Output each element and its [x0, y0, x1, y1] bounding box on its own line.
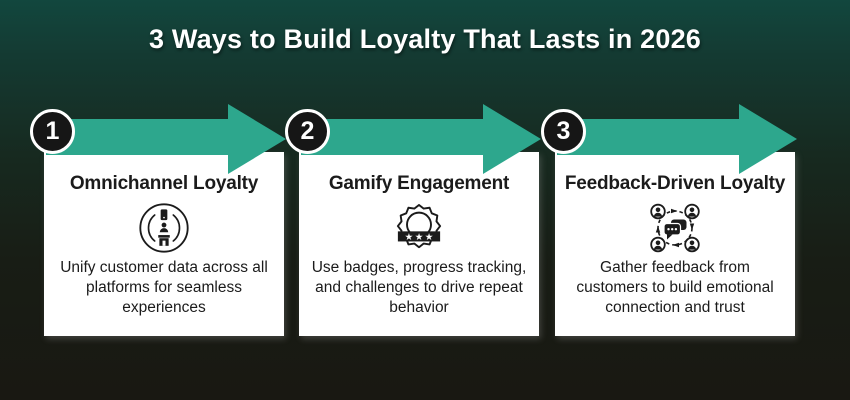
page-title: 3 Ways to Build Loyalty That Lasts in 20…: [148, 24, 702, 54]
step-number-badge: 1: [30, 109, 75, 154]
arrow-right-icon: [557, 104, 797, 174]
arrow-right-icon: [301, 104, 541, 174]
step-title: Gamify Engagement: [328, 173, 510, 194]
step-1: 1 Omnichannel Loyalty Unify customer dat…: [30, 100, 286, 348]
omnichannel-cycle-icon: [44, 199, 284, 257]
step-number-badge: 2: [285, 109, 330, 154]
step-3: 3 Feedback-Driven Loyalty: [541, 100, 797, 348]
arrow-right-icon: [46, 104, 286, 174]
gamification-badge-icon: ★ ★ ★: [299, 199, 539, 257]
step-card: Gamify Engagement ★ ★ ★ Use badges, prog…: [299, 152, 539, 336]
step-number-badge: 3: [541, 109, 586, 154]
step-description: Gather feedback from customers to build …: [576, 259, 774, 316]
svg-text:★: ★: [405, 232, 414, 243]
step-title: Omnichannel Loyalty: [69, 173, 259, 194]
step-card: Feedback-Driven Loyalty: [555, 152, 795, 336]
step-description: Unify customer data across all platforms…: [60, 259, 268, 316]
step-2: 2 Gamify Engagement ★ ★ ★ Use badges, pr…: [285, 100, 541, 348]
svg-text:★: ★: [425, 232, 434, 243]
step-title: Feedback-Driven Loyalty: [564, 173, 786, 194]
feedback-community-icon: [555, 199, 795, 257]
svg-text:★: ★: [415, 232, 424, 243]
step-card: Omnichannel Loyalty Unify customer data …: [44, 152, 284, 336]
step-description: Use badges, progress tracking, and chall…: [311, 259, 527, 316]
